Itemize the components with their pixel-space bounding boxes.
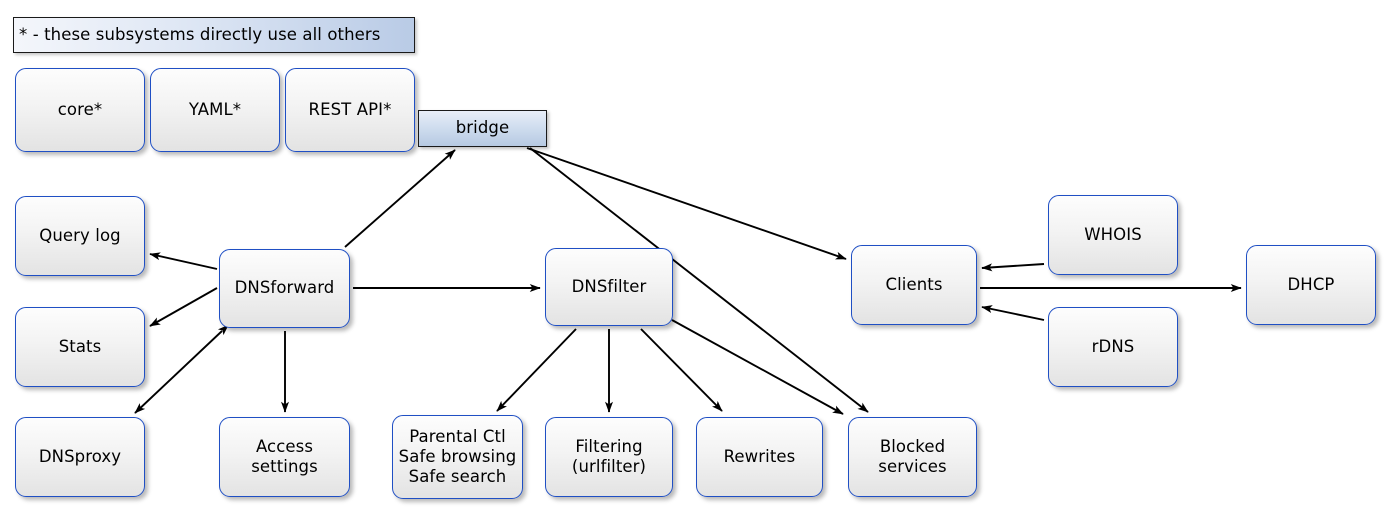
node-restapi[interactable]: REST API* [285,68,415,152]
node-blocked[interactable]: Blocked services [848,417,977,497]
node-core[interactable]: core* [15,68,145,152]
node-dnsforward[interactable]: DNSforward [219,249,350,328]
edge-dnsfilter-parental [496,328,577,412]
node-dhcp[interactable]: DHCP [1246,245,1376,325]
node-parental[interactable]: Parental Ctl Safe browsing Safe search [392,415,523,499]
edge-dnsforward-stats [149,287,218,327]
node-stats[interactable]: Stats [15,307,145,387]
node-filtering[interactable]: Filtering (urlfilter) [545,417,673,497]
edge-dnsforward-querylog [149,252,218,270]
edge-dnsforward-bridge [344,149,456,248]
edge-dnsforward-dnsproxy [134,324,229,414]
node-whois[interactable]: WHOIS [1048,195,1178,275]
node-dnsproxy[interactable]: DNSproxy [15,417,145,497]
edge-dnsfilter-rewrites [640,328,723,412]
node-clients[interactable]: Clients [851,245,977,325]
node-querylog[interactable]: Query log [15,196,145,276]
node-dnsfilter[interactable]: DNSfilter [545,248,673,326]
legend-note: * - these subsystems directly use all ot… [13,17,415,53]
edge-rdns-clients [981,305,1045,321]
edge-whois-clients [981,263,1045,272]
node-yaml[interactable]: YAML* [150,68,280,152]
node-rewrites[interactable]: Rewrites [696,417,823,497]
node-access[interactable]: Access settings [219,417,350,497]
node-bridge[interactable]: bridge [418,110,547,147]
edge-bridge-clients [526,147,847,260]
node-rdns[interactable]: rDNS [1048,307,1178,387]
edge-dnsfilter-blocked [671,319,844,415]
